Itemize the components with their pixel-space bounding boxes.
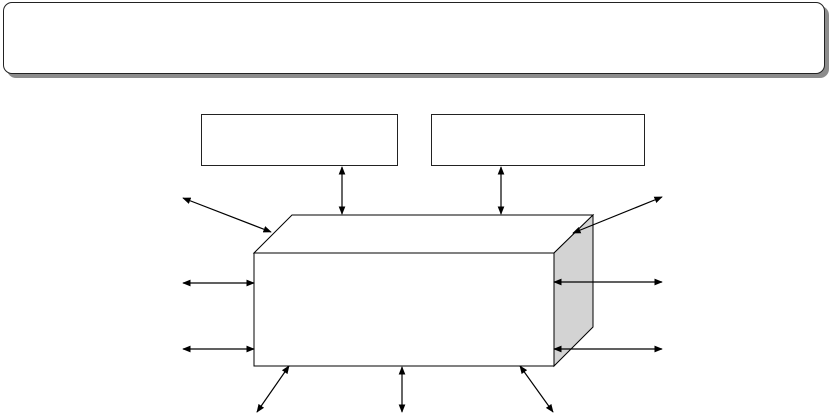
arrow-bottom-left-diagonal bbox=[256, 365, 290, 413]
arrow-bottom-right-diagonal bbox=[519, 365, 554, 413]
arrow-upper-left-diagonal bbox=[182, 197, 272, 233]
title-banner bbox=[3, 2, 825, 74]
arrow-upper-right-diagonal bbox=[572, 196, 663, 234]
top-left-box bbox=[201, 114, 398, 166]
block-front-face bbox=[253, 252, 555, 367]
top-right-box bbox=[431, 114, 645, 166]
block-top-face bbox=[252, 214, 595, 254]
